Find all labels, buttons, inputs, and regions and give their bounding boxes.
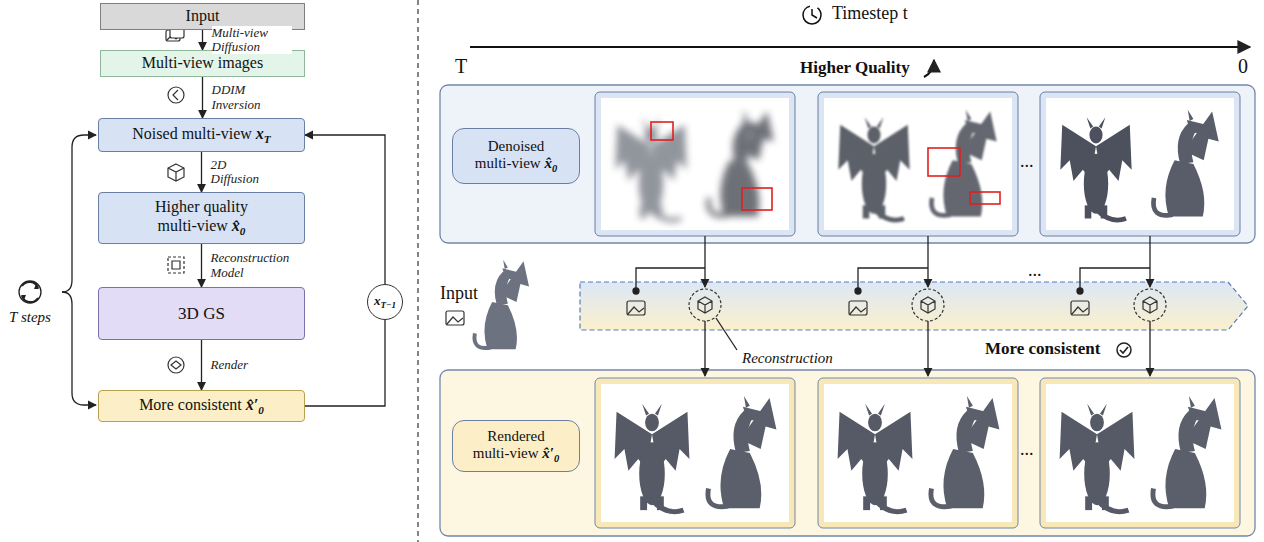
state-circle: xT−1: [367, 284, 403, 320]
consistency-note: More consistent: [985, 340, 1100, 359]
ellipsis: ...: [1028, 261, 1042, 281]
node-text: Noised multi-view: [132, 125, 252, 142]
input-label: Input: [440, 284, 478, 304]
flow-arrow: [305, 135, 385, 284]
steps-brace: [19, 135, 96, 405]
flow-arrow: [201, 152, 202, 192]
math-subscript: 0: [552, 162, 557, 173]
rendered-panel: [440, 370, 1255, 536]
math-subscript: T: [264, 133, 271, 145]
math-symbol: x: [256, 125, 264, 142]
math-subscript: T−1: [380, 300, 396, 310]
math-symbol: x̂: [232, 217, 240, 234]
ellipsis: ...: [1020, 152, 1034, 172]
ellipsis: ...: [1020, 440, 1034, 460]
node-text: More consistent: [139, 396, 242, 413]
callout-label: Reconstruction: [742, 350, 833, 367]
edge-label: Reconstruction Model: [211, 251, 301, 280]
edge-label: Render: [211, 358, 281, 372]
edge-label: 2D Diffusion: [211, 158, 266, 187]
denoised-panel: [440, 85, 1255, 243]
flow-arrow: [201, 244, 202, 287]
math-subscript: 0: [554, 452, 559, 463]
math-symbol: x: [374, 293, 381, 308]
process-box: More consistent x̂′0: [98, 390, 305, 422]
divider: [417, 0, 418, 542]
flow-arrow: [202, 30, 203, 50]
row-label-box: Denoised multi-view x̂0: [452, 128, 580, 184]
node-text: Rendered multi-view: [473, 428, 545, 461]
math-symbol: x̂′: [542, 445, 554, 461]
flow-arrow: [305, 320, 385, 406]
flow-arrow: [202, 77, 203, 118]
math-symbol: x̂′: [246, 396, 259, 413]
flow-arrows: [633, 236, 1150, 376]
edge-label: Multi-view Diffusion: [212, 26, 292, 55]
input-dragon: [446, 260, 529, 349]
node-text: Denoised multi-view: [475, 138, 545, 171]
model-box: 3D GS: [98, 287, 305, 340]
math-symbol: x̂: [544, 155, 552, 171]
process-box: Noised multi-view xT: [98, 118, 305, 152]
quality-note: Higher Quality: [800, 59, 910, 78]
math-subscript: 0: [240, 225, 246, 237]
row-label-box: Rendered multi-view x̂′0: [452, 420, 580, 472]
flow-arrow: [201, 340, 202, 390]
loop-label: T steps: [2, 309, 58, 326]
axis-end: T: [455, 55, 467, 77]
node-text: 3D GS: [178, 304, 225, 323]
process-box: Higher quality multi-view x̂0: [98, 192, 305, 244]
edge-label: DDIM Inversion: [212, 83, 272, 112]
axis-label: Timestep t: [832, 4, 908, 24]
node-text: Multi-view images: [142, 54, 263, 71]
reconstruction-band: [580, 282, 1248, 330]
node-text: Input: [186, 7, 220, 24]
axis-end: 0: [1238, 55, 1248, 77]
math-subscript: 0: [258, 404, 264, 416]
